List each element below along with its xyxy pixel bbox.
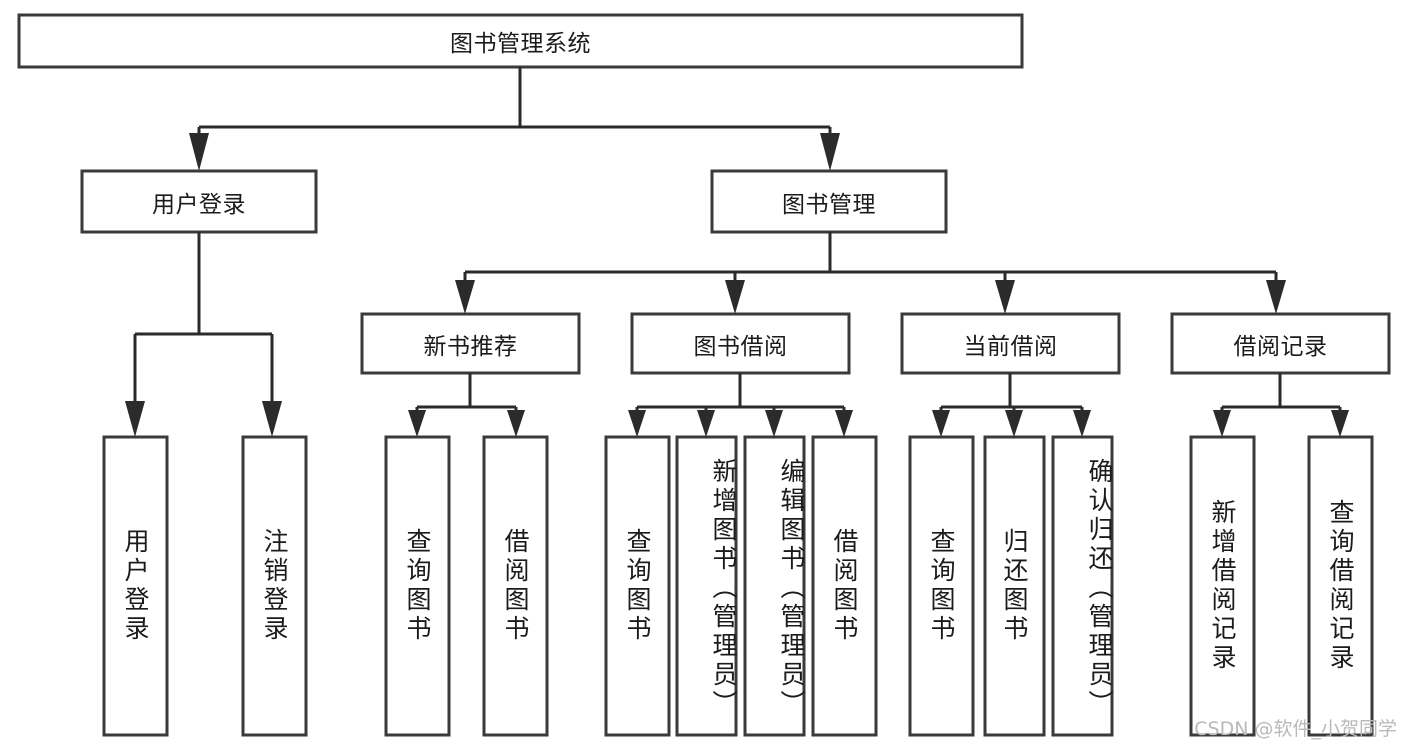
node-box-leaf-query-record[interactable] — [1307, 435, 1374, 737]
arrow-head-leaf-logout — [262, 401, 282, 437]
arrow-head-new-book-recommend — [455, 280, 475, 314]
watermark-text: CSDN @软件_小贺同学 — [1194, 718, 1397, 740]
node-box-book-manage[interactable] — [710, 169, 948, 234]
node-box-leaf-query-book-2[interactable] — [604, 435, 671, 737]
node-box-book-borrow[interactable] — [630, 312, 851, 375]
arrow-head-leaf-return-book — [1005, 410, 1023, 437]
node-box-current-borrow[interactable] — [900, 312, 1121, 375]
arrow-head-book-borrow — [725, 280, 745, 314]
node-box-leaf-logout[interactable] — [241, 435, 308, 737]
arrow-head-leaf-query-book-2 — [628, 410, 646, 437]
arrow-head-leaf-borrow-book-1 — [507, 410, 525, 437]
arrow-head-leaf-user-login — [125, 401, 145, 437]
arrow-head-current-borrow — [995, 280, 1015, 314]
node-box-leaf-query-book-1[interactable] — [384, 435, 451, 737]
arrow-head-leaf-confirm-return — [1073, 410, 1091, 437]
node-box-leaf-query-book-3[interactable] — [908, 435, 975, 737]
node-box-new-book-recommend[interactable] — [360, 312, 581, 375]
node-box-leaf-borrow-book-2[interactable] — [811, 435, 878, 737]
node-box-user-login[interactable] — [80, 169, 318, 234]
arrow-head-leaf-add-book — [697, 410, 715, 437]
node-box-leaf-add-book[interactable] — [675, 435, 738, 737]
node-box-leaf-confirm-return[interactable] — [1051, 435, 1114, 737]
arrow-head-user-login — [189, 133, 209, 171]
node-box-root[interactable] — [17, 13, 1024, 69]
node-box-leaf-user-login[interactable] — [102, 435, 169, 737]
arrow-head-book-manage — [820, 133, 840, 171]
arrow-head-leaf-query-book-3 — [932, 410, 950, 437]
arrow-head-leaf-query-book-1 — [408, 410, 426, 437]
arrow-head-leaf-add-record — [1213, 410, 1231, 437]
node-box-leaf-edit-book[interactable] — [743, 435, 806, 737]
arrow-head-leaf-edit-book — [765, 410, 783, 437]
arrow-head-leaf-query-record — [1331, 410, 1349, 437]
arrow-head-borrow-record — [1266, 280, 1286, 314]
arrow-head-leaf-borrow-book-2 — [835, 410, 853, 437]
node-box-borrow-record[interactable] — [1170, 312, 1391, 375]
node-box-leaf-return-book[interactable] — [983, 435, 1046, 737]
node-box-leaf-borrow-book-1[interactable] — [482, 435, 549, 737]
node-box-leaf-add-record[interactable] — [1189, 435, 1256, 737]
